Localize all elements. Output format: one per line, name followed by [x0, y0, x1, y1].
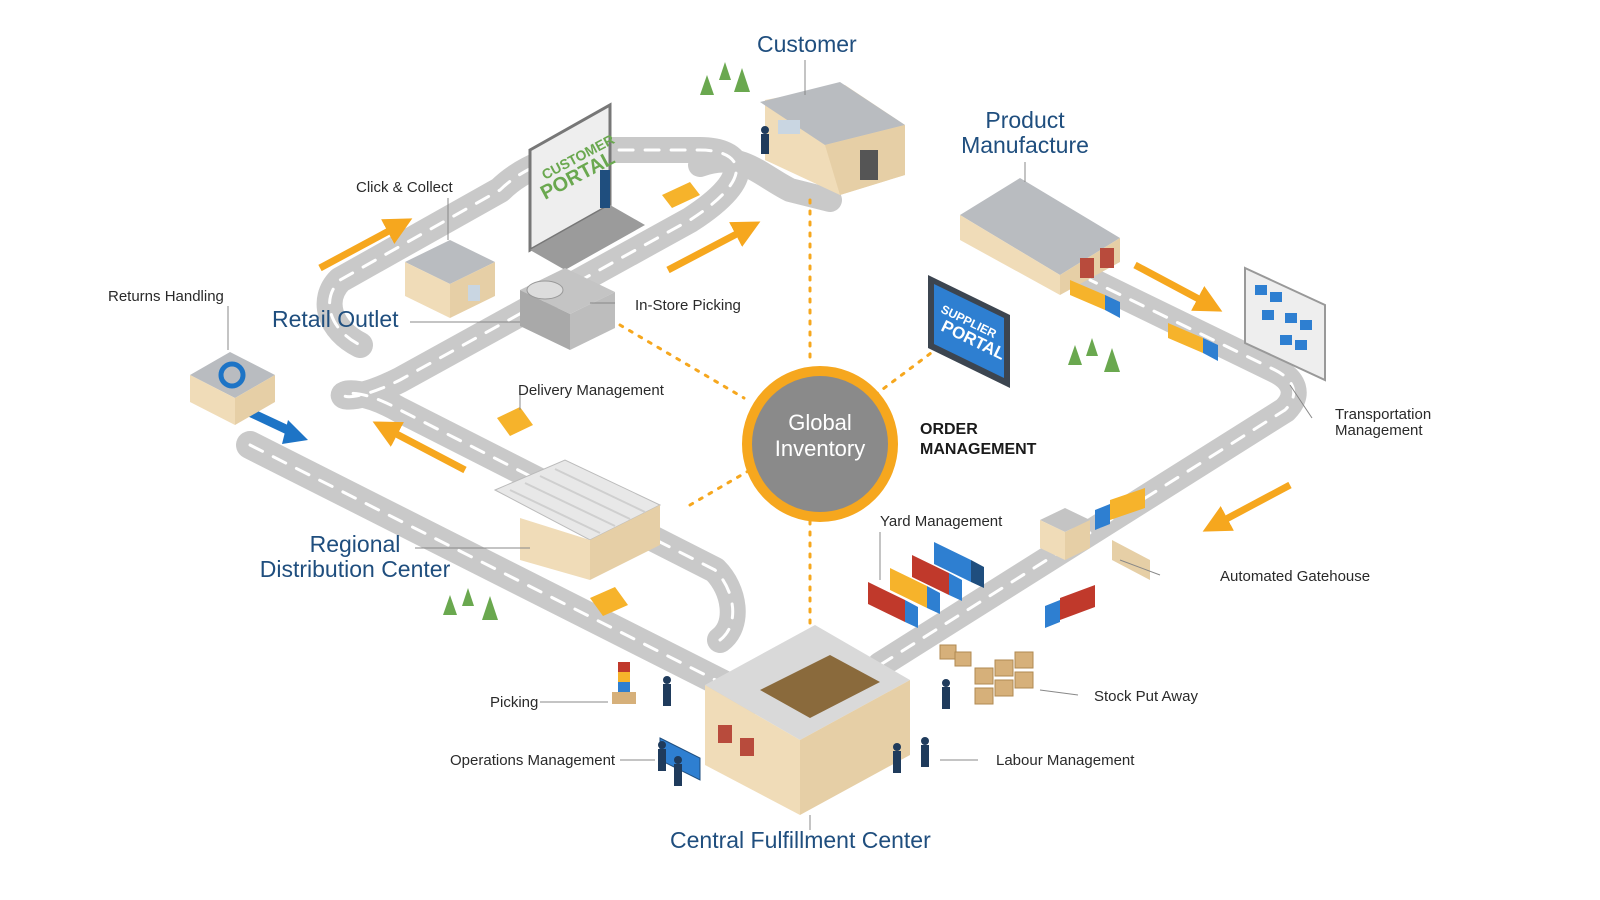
- product-manufacture-label-1: Product: [985, 107, 1065, 133]
- leader-lines: [227, 60, 1313, 830]
- delivery-management-label: Delivery Management: [518, 382, 664, 399]
- transportation-board: [1244, 266, 1326, 382]
- in-store-picking-label: In-Store Picking: [635, 297, 741, 314]
- click-collect-label: Click & Collect: [356, 179, 453, 196]
- regional-dc-label-1: Regional: [309, 531, 401, 557]
- hub-label: Global Inventory: [752, 410, 888, 462]
- product-manufacture-label-2: Manufacture: [961, 132, 1089, 158]
- transportation-management-label-2: Management: [1335, 422, 1423, 439]
- people: [658, 126, 950, 786]
- order-management-label: ORDER MANAGEMENT: [920, 420, 1036, 460]
- automated-gatehouse-label: Automated Gatehouse: [1220, 568, 1371, 585]
- hub-label-line2: Inventory: [774, 436, 866, 461]
- stock-boxes: [939, 644, 1034, 705]
- regional-dc-building: [493, 459, 662, 580]
- central-fc-building: [705, 625, 910, 815]
- hub-label-line1: Global: [788, 410, 852, 435]
- picking-label: Picking: [490, 694, 539, 711]
- manufacture-building: [960, 178, 1120, 295]
- order-management-line1: ORDER: [920, 421, 978, 438]
- in-store-building: [520, 268, 615, 350]
- retail-outlet-label: Retail Outlet: [272, 306, 399, 332]
- trucks: [497, 182, 1218, 628]
- yard-management-label: Yard Management: [880, 513, 1003, 530]
- stock-put-away-label: Stock Put Away: [1094, 688, 1198, 705]
- regional-dc-label-2: Distribution Center: [259, 556, 451, 582]
- click-collect-building: [405, 240, 495, 318]
- operations-management-label: Operations Management: [450, 752, 616, 769]
- customer-label: Customer: [757, 31, 857, 57]
- supplier-portal-screen: SUPPLIER PORTAL: [928, 275, 1010, 388]
- transportation-management-label-1: Transportation: [1335, 406, 1432, 423]
- trees: [443, 62, 1120, 620]
- central-fc-label: Central Fulfillment Center: [670, 827, 931, 853]
- customer-building: [760, 82, 905, 195]
- picking-stack: [612, 662, 636, 704]
- labour-management-label: Labour Management: [996, 752, 1135, 769]
- flow-arrows: [318, 218, 1292, 532]
- order-management-line2: MANAGEMENT: [920, 441, 1037, 458]
- returns-building: [190, 352, 275, 425]
- gatehouse: [1040, 508, 1150, 580]
- global-inventory-hub: Global Inventory: [742, 366, 898, 522]
- hub-connectors: [618, 198, 937, 632]
- customer-portal-screen: CUSTOMER PORTAL: [528, 102, 645, 270]
- returns-handling-label: Returns Handling: [108, 288, 224, 305]
